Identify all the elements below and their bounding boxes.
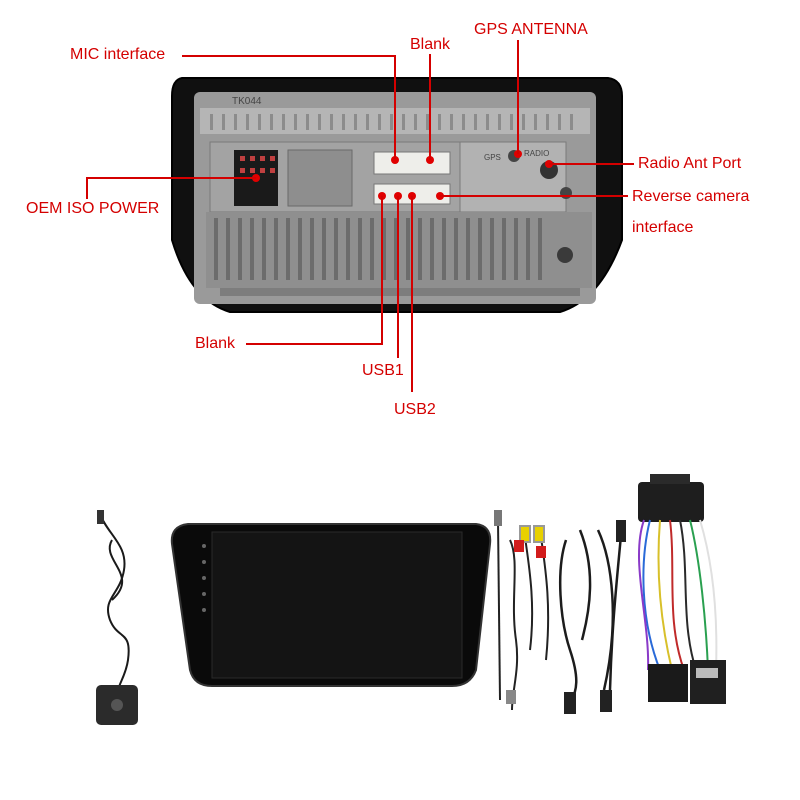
blank-top-label: Blank (410, 36, 451, 53)
mic-leader-v (394, 55, 396, 159)
radio-ant-port-label: Radio Ant Port (638, 155, 742, 172)
mic-blank-connector-row (373, 151, 451, 175)
blank-bottom-label: Blank (195, 335, 236, 352)
gps-antenna-label: GPS ANTENNA (474, 21, 588, 38)
usb2-leader (411, 196, 413, 392)
usb-cable-icon (559, 520, 626, 714)
gps-antenna-icon (96, 510, 138, 725)
mic-callout-dot (391, 156, 399, 164)
head-unit-icon (170, 523, 492, 687)
oem-leader-h (86, 177, 256, 179)
usb1-label: USB1 (362, 362, 404, 379)
reverse-camera-label: Reverse camera (632, 188, 750, 205)
oem-iso-power-label: OEM ISO POWER (26, 200, 160, 217)
oem-leader-v (86, 177, 88, 199)
blank-bottom-leader-v (381, 196, 383, 344)
oem-callout-dot (252, 174, 260, 182)
blank-bottom-leader-h (246, 343, 383, 345)
gps-leader (517, 40, 519, 154)
gps-callout-dot (514, 150, 522, 158)
radio-leader (549, 163, 634, 165)
reverse-camera-interface-label: interface (632, 219, 694, 236)
model-marking-left: TK044 (232, 96, 262, 107)
radio-port (540, 161, 558, 179)
mic-leader-h (182, 55, 395, 57)
blank-top-leader (429, 54, 431, 160)
usb2-label: USB2 (394, 401, 436, 418)
wiring-harness-icon (638, 474, 726, 704)
radio-marking: RADIO (524, 149, 549, 158)
mic-interface-label: MIC interface (70, 46, 166, 63)
rca-cable-icon (494, 510, 550, 711)
reverse-leader (440, 195, 628, 197)
usb1-leader (397, 196, 399, 358)
blank-top-callout-dot (426, 156, 434, 164)
gps-marking: GPS (484, 153, 501, 162)
